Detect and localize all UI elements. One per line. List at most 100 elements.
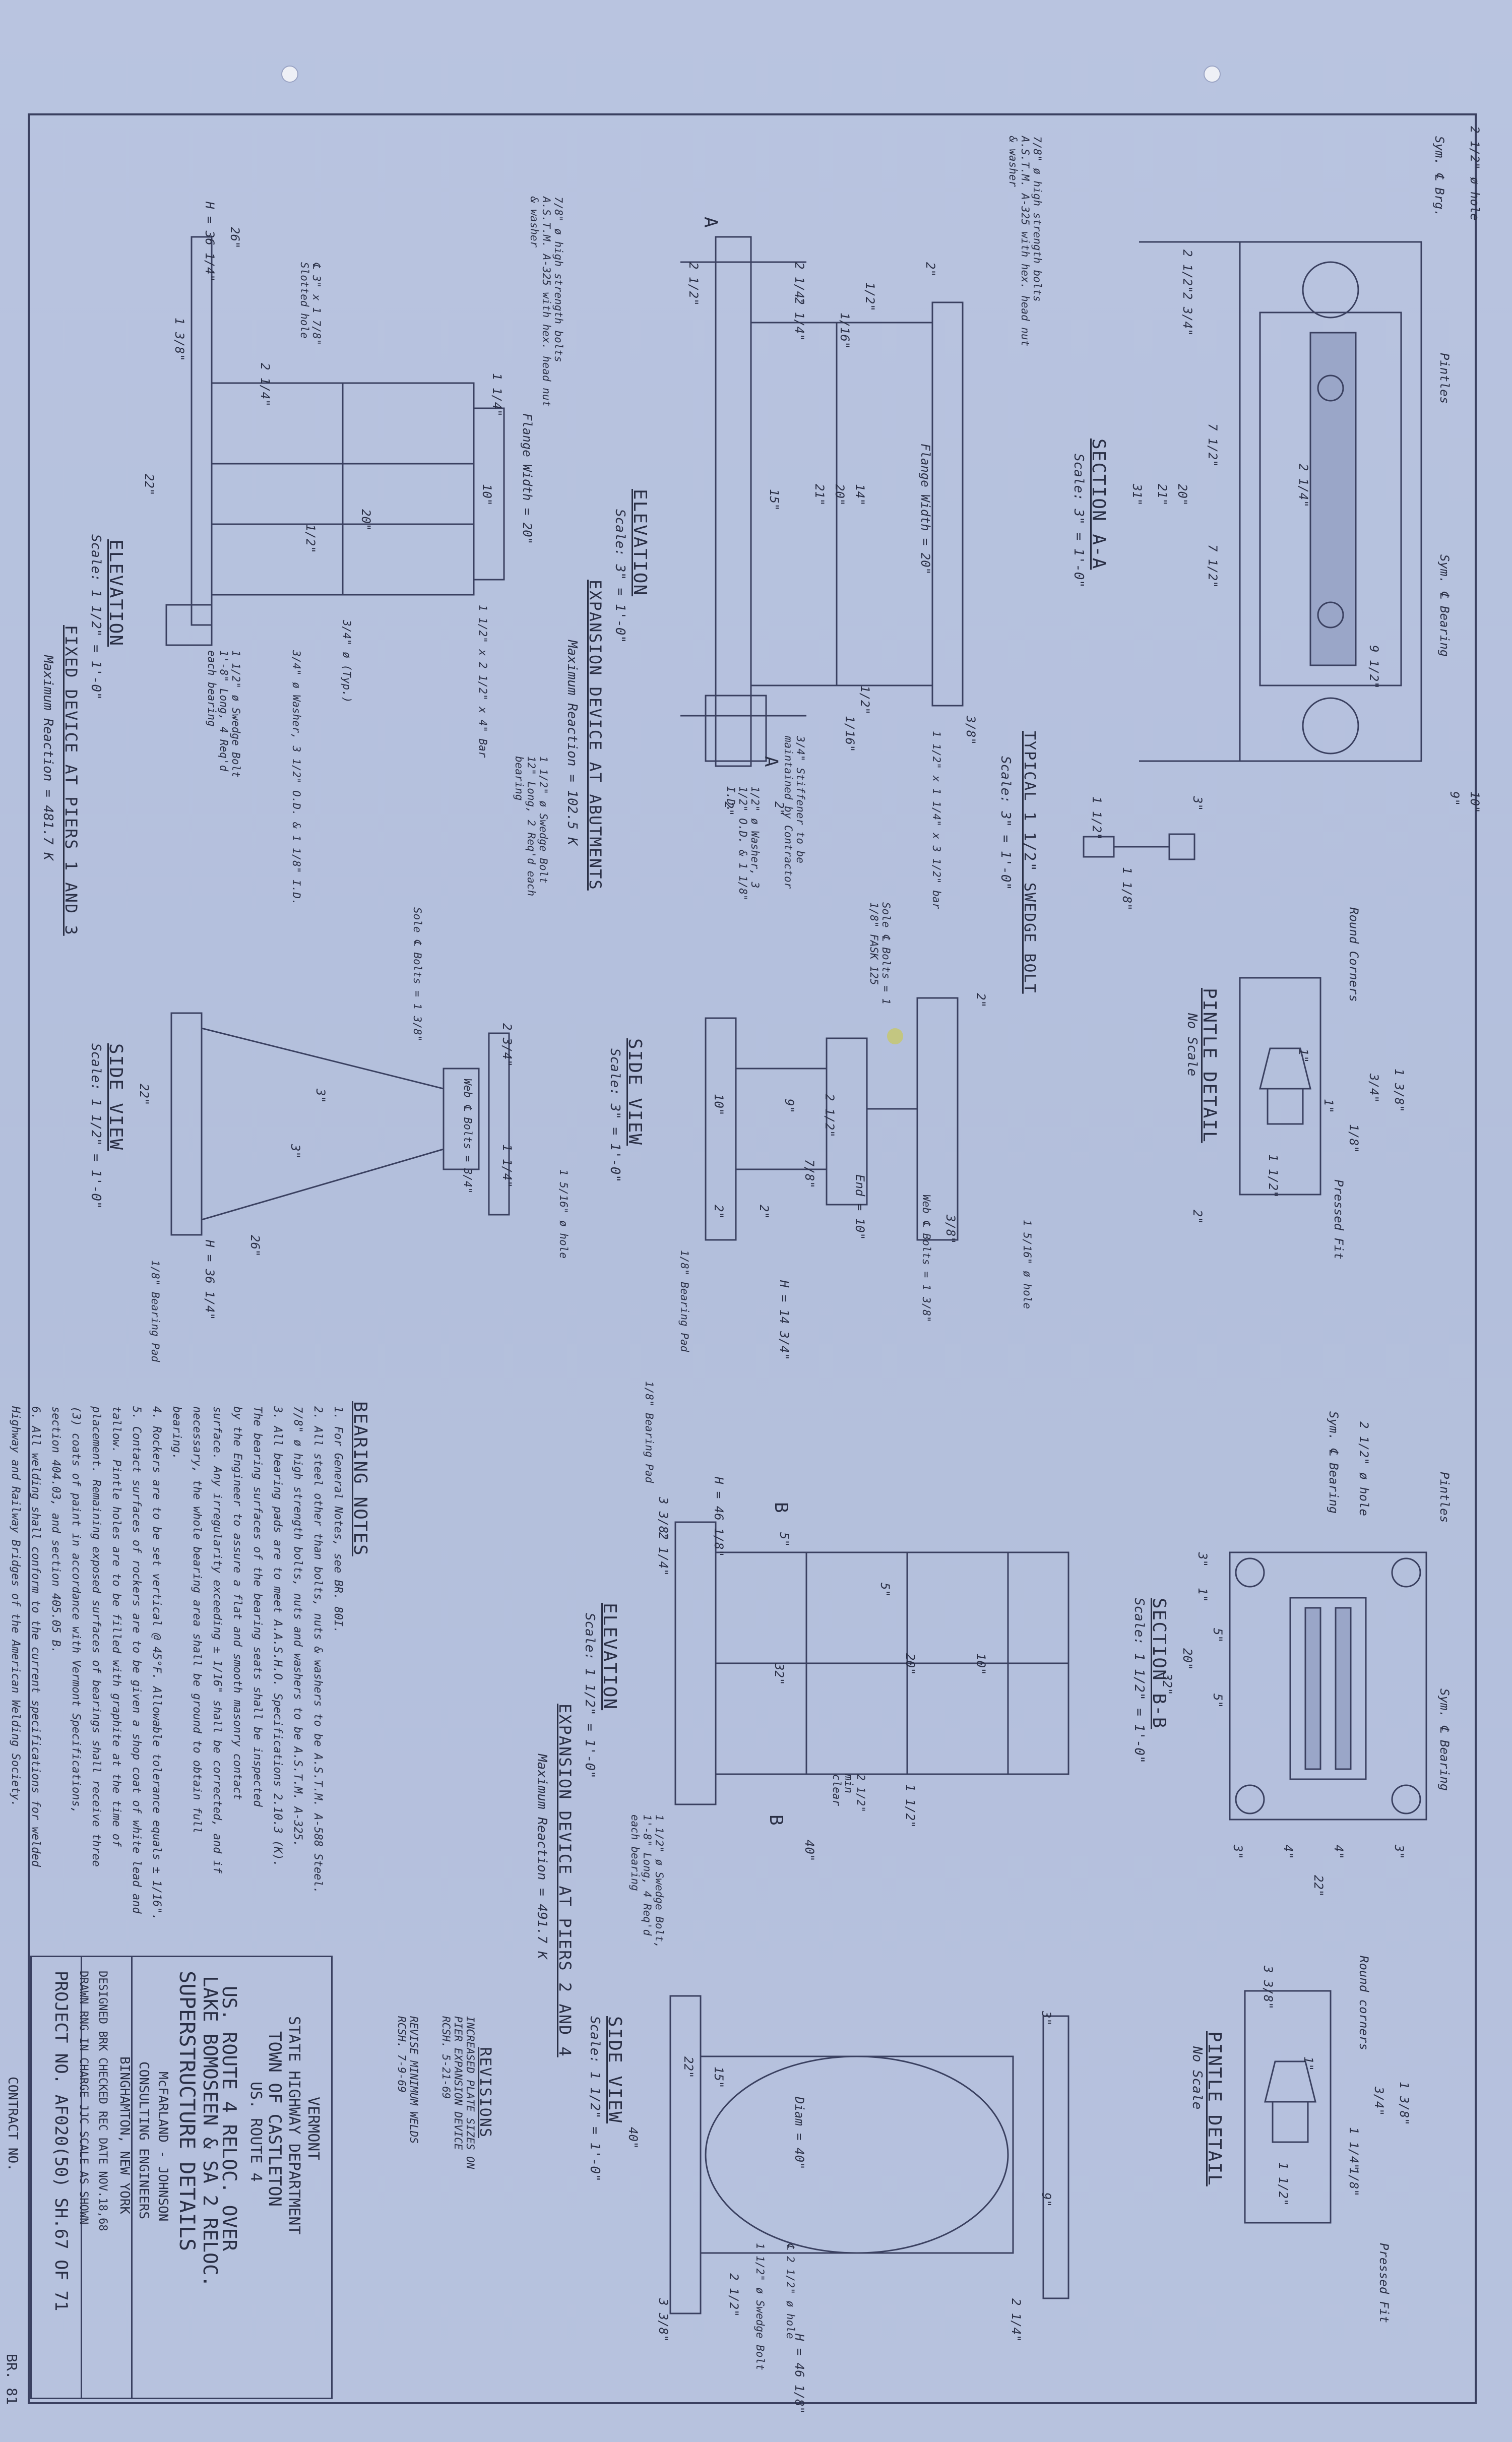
dim-label: 9" — [1039, 2193, 1053, 2207]
fixed-slotted-hole: ℄ 3" x 1 7/8" Slotted hole — [298, 262, 323, 346]
pintle-detail-2-title: PINTLE DETAIL — [1204, 2031, 1225, 2186]
dim-label: 40" — [626, 2127, 640, 2149]
section-aa-title: SECTION A-A — [1088, 439, 1109, 570]
section-mark-a-bottom: A — [761, 756, 781, 768]
dim-label: 5" — [1211, 1628, 1225, 1643]
dim-label: 22" — [1311, 1875, 1326, 1897]
abut-bar-note: 1 1/2" x 1 1/4" x 3 1/2" bar — [930, 731, 942, 910]
dim-label: 7 1/2" — [1206, 544, 1220, 588]
dim-label: 22" — [142, 474, 156, 496]
tb-engineers-2: CONSULTING ENGINEERS — [136, 2061, 151, 2220]
section-aa-plate — [1239, 241, 1422, 762]
dim-label: 1 1/2" — [1266, 1154, 1280, 1198]
dim-label: 10" — [480, 484, 494, 506]
section-bb-title: SECTION B-B — [1149, 1598, 1169, 1729]
bearing-notes-body: 1. For General Notes, see BR. 80I. 2. Al… — [5, 1406, 348, 1920]
dim-label: 3/8" — [943, 1215, 958, 1244]
pintle-detail-1-title: PINTLE DETAIL — [1199, 988, 1220, 1143]
side-fixed-bearing-pad: 1/8" Bearing Pad — [149, 1260, 161, 1362]
dim-label: 3" — [1195, 1552, 1210, 1567]
fixed-flange-width: Flange Width = 20" — [520, 413, 534, 545]
dim-label: 20" — [1180, 1648, 1194, 1670]
note-line: surface. Any irregularity exceeding ± 1/… — [211, 1406, 223, 1874]
pintle-1-pressed-fit: Pressed Fit — [1332, 1179, 1346, 1260]
note-line: 6. All welding shall conform to the curr… — [29, 1406, 42, 1867]
dim-label: 3 3/8" — [656, 2298, 670, 2342]
elevation-fixed-total: H = 36 1/4" — [203, 202, 217, 282]
dim-label: 5" — [878, 1583, 892, 1597]
dim-label: 3" — [288, 1144, 302, 1159]
revisions-title: REVISIONS — [476, 2047, 494, 2138]
dim-label: 2" — [772, 801, 786, 816]
fixed-hs-bolt-note: 7/8" ø high strength bolts A.S.T.M. A-32… — [528, 197, 564, 407]
dim-label: 1 1/2" — [1090, 796, 1104, 840]
dim-label: 1/8" — [1347, 1124, 1361, 1153]
section-mark-a-top: A — [700, 217, 721, 229]
dim-label: 1/8" — [1347, 2167, 1361, 2197]
dim-label: 3" — [313, 1089, 328, 1103]
piers-bearing-pad: 1/8" Bearing Pad — [643, 1381, 655, 1483]
note-line: tallow. Pintle holes are to be filled wi… — [110, 1406, 122, 1847]
dim-label: 32" — [772, 1663, 786, 1685]
dim-label: 1/16" — [843, 716, 857, 753]
dim-label: 10" — [974, 1653, 988, 1675]
note-line: by the Engineer to assure a flat and smo… — [231, 1406, 243, 1800]
title-block — [30, 1956, 333, 2399]
dim-label: 4" — [1281, 1845, 1295, 1859]
section-aa-sym-label: Sym. ℄ Brg. — [1432, 136, 1446, 217]
dim-label: 2 1/2" — [727, 2273, 741, 2317]
fixed-swedge-note: 1 1/2" ø Swedge Bolt 1'-8" Long, 4 Req'd… — [206, 650, 242, 778]
dim-label: 3/4" — [1367, 1074, 1381, 1103]
swedge-bolt-scale: Scale: 3" = 1'-0" — [998, 756, 1013, 891]
pintle-detail-1-scale: No Scale — [1184, 1013, 1200, 1077]
dim-label: 9 1/2" — [1367, 645, 1381, 689]
fixed-bar-note: 1 1/2" x 2 1/2" x 4" Bar — [477, 605, 489, 758]
fixed-washer-note: 3/4" ø Washer, 3 1/2" O.D. & 1 1/8" I.D. — [290, 650, 302, 905]
revision-line: PIER EXPANSION DEVICE — [452, 2016, 464, 2150]
dim-label: 3/8" — [964, 716, 978, 745]
elevation-abut-subtitle: EXPANSION DEVICE AT ABUTMENTS — [586, 580, 605, 891]
dim-label: 3" — [1190, 796, 1205, 811]
side-fixed-total: H = 36 1/4" — [203, 1240, 217, 1320]
elevation-fixed-title: ELEVATION — [105, 539, 126, 647]
elevation-piers-reaction: Maximum Reaction = 491.7 K — [534, 1754, 549, 1959]
note-line: 2. All steel other than bolts, nuts & wa… — [311, 1406, 324, 1894]
dim-label: 1" — [1321, 1099, 1336, 1113]
side-abut-scale: Scale: 3" = 1'-0" — [607, 1048, 622, 1183]
dim-label: End = 10" — [853, 1174, 867, 1240]
elevation-fixed-scale: Scale: 1 1/2" = 1'-0" — [88, 534, 103, 700]
title-block-divider — [131, 1956, 133, 2399]
tb-city: BINGHAMTON, NEW YORK — [117, 2056, 132, 2215]
tb-route: US. ROUTE 4 — [247, 2082, 265, 2182]
dim-label: 32" — [1160, 1673, 1174, 1696]
piers-min-clear: 2 1/2" min clear — [831, 1774, 867, 1812]
dim-label: 2" — [722, 801, 736, 816]
section-bb-sym-bearing-2: Sym. ℄ Bearing — [1437, 1688, 1452, 1791]
dim-label: 2 1/4" — [1009, 2298, 1023, 2342]
dim-label: 1" — [1195, 1588, 1210, 1602]
revision-line: REVISE MINIMUM WELDS — [408, 2016, 420, 2144]
dim-label: 1 1/4" — [490, 373, 504, 417]
section-bb-scale: Scale: 1 1/2" = 1'-0" — [1131, 1598, 1147, 1764]
tb-state: VERMONT — [304, 2097, 322, 2161]
elevation-piers-total: H = 46 1/8" — [712, 1477, 726, 1557]
note-line: bearing. — [170, 1406, 183, 1460]
section-aa-scale: Scale: 3" = 1'-0" — [1071, 454, 1086, 588]
tb-drawn: DRAWN RNG IN CHARGE JJC SCALE AS SHOWN — [77, 1971, 90, 2225]
dim-label: 1/2" — [858, 685, 872, 715]
dim-label: 21" — [1155, 484, 1169, 506]
dim-label: 1 3/8" — [1397, 2082, 1411, 2125]
dim-label: 2 1/2" — [823, 1094, 837, 1138]
dim-label: 5" — [777, 1532, 791, 1547]
title-block-text: VERMONT STATE HIGHWAY DEPARTMENT TOWN OF… — [51, 1971, 323, 2311]
dim-label: 10" — [1468, 791, 1482, 813]
dim-label: 2 1/4" — [792, 297, 806, 341]
dim-label: 1" — [1301, 2056, 1315, 2071]
dim-label: 20" — [903, 1653, 917, 1675]
dim-label: 3" — [1392, 1845, 1406, 1859]
elevation-piers-title: ELEVATION — [599, 1603, 620, 1711]
dim-label: 2" — [1190, 1210, 1205, 1224]
pintle-2-pressed-fit: Pressed Fit — [1377, 2243, 1391, 2323]
ink-stamp-mark — [887, 1028, 903, 1044]
dim-label: 2 3/4" — [500, 1023, 514, 1067]
